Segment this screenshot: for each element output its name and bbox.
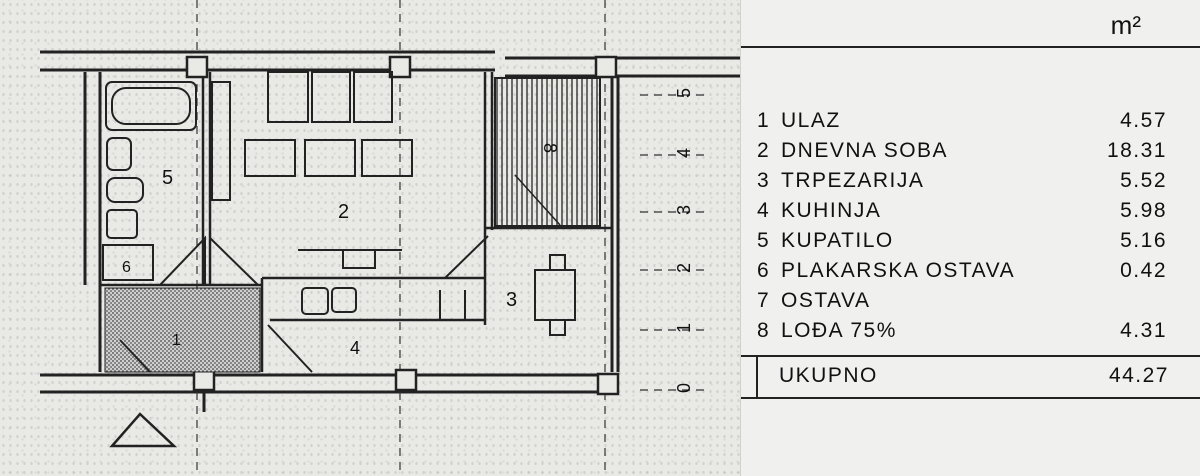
- room-name: DNEVNA SOBA: [781, 139, 949, 162]
- exterior-wall-bottom: [40, 373, 615, 394]
- total-label: UKUPNO: [779, 364, 878, 387]
- room-label-8: 8: [540, 143, 560, 153]
- legend-row: 3 TRPEZARIJA 5.52: [757, 166, 1167, 196]
- room-label-4: 4: [350, 338, 360, 358]
- room-area: 4.31: [1120, 319, 1167, 342]
- room-number: 5: [757, 229, 771, 252]
- room-name: KUHINJA: [781, 199, 882, 222]
- legend-row: 7 OSTAVA: [757, 286, 1167, 316]
- room-name: LOĐA 75%: [781, 319, 897, 342]
- legend-divider-vertical: [756, 355, 758, 397]
- room-area: 5.16: [1120, 229, 1167, 252]
- room-area: 5.98: [1120, 199, 1167, 222]
- wall-right: [610, 76, 620, 372]
- living-room-furniture: [244, 71, 413, 269]
- room-number: 2: [757, 139, 771, 162]
- legend-divider-bottom: [741, 397, 1200, 399]
- room-number: 7: [757, 289, 771, 312]
- room-number: 1: [757, 109, 771, 132]
- total-area: 44.27: [1108, 364, 1169, 387]
- entry-area: [104, 287, 261, 373]
- axis-label-5: 5: [674, 88, 694, 98]
- room-name: PLAKARSKA OSTAVA: [781, 259, 1016, 282]
- pillars: [185, 55, 620, 396]
- room-area: 4.57: [1120, 109, 1167, 132]
- bathtub: [105, 81, 197, 131]
- room-number: 4: [757, 199, 771, 222]
- room-name: TRPEZARIJA: [781, 169, 925, 192]
- entry-arrow-marker: [109, 412, 178, 448]
- legend-row: 5 KUPATILO 5.16: [757, 226, 1167, 256]
- room-number: 8: [757, 319, 771, 342]
- wardrobe: [211, 81, 231, 201]
- room-label-5: 5: [162, 167, 173, 189]
- kitchen-counter: [301, 287, 466, 320]
- legend-row: 6 PLAKARSKA OSTAVA 0.42: [757, 256, 1167, 286]
- legend-room-list: 1 ULAZ 4.57 2 DNEVNA SOBA 18.31 3 TRPEZA…: [757, 106, 1167, 346]
- dining-table: [534, 254, 576, 336]
- room-name: KUPATILO: [781, 229, 894, 252]
- room-area: 0.42: [1120, 259, 1167, 282]
- room-area: 5.52: [1120, 169, 1167, 192]
- axis-label-2: 2: [674, 263, 694, 273]
- bathroom-fixtures: [102, 137, 154, 281]
- axis-label-1: 1: [674, 323, 694, 333]
- legend-row: 4 KUHINJA 5.98: [757, 196, 1167, 226]
- interior-walls: [100, 72, 612, 372]
- legend-row: 8 LOĐA 75% 4.31: [757, 316, 1167, 346]
- room-name: ULAZ: [781, 109, 841, 132]
- loggia-area: [494, 77, 601, 227]
- legend-unit: m²: [1110, 10, 1141, 40]
- floor-plan: 5 2 8 6 3 4 1 5 4 3 2 1 0: [40, 0, 740, 476]
- area-legend: m² 1 ULAZ 4.57 2 DNEVNA SOBA 18.31 3 TRP…: [740, 0, 1200, 476]
- room-name: OSTAVA: [781, 289, 871, 312]
- room-label-1: 1: [172, 332, 181, 349]
- exterior-wall-top: [40, 50, 740, 78]
- axis-label-0: 0: [674, 383, 694, 393]
- legend-row: 2 DNEVNA SOBA 18.31: [757, 136, 1167, 166]
- legend-divider-total: [741, 355, 1200, 357]
- room-label-2: 2: [338, 201, 349, 223]
- legend-row: 1 ULAZ 4.57: [757, 106, 1167, 136]
- legend-divider-top: [741, 46, 1200, 48]
- axis-labels: 5 4 3 2 1 0: [674, 88, 694, 393]
- room-area: 18.31: [1106, 139, 1167, 162]
- legend-total-row: UKUPNO 44.27: [779, 364, 1169, 388]
- grid-axes: [196, 0, 710, 476]
- axis-label-4: 4: [674, 148, 694, 158]
- wall-left: [83, 72, 102, 372]
- axis-label-3: 3: [674, 205, 694, 215]
- room-label-3: 3: [506, 289, 517, 311]
- room-label-6: 6: [122, 259, 131, 276]
- room-number: 3: [757, 169, 771, 192]
- room-number: 6: [757, 259, 771, 282]
- door-swings: [119, 235, 489, 373]
